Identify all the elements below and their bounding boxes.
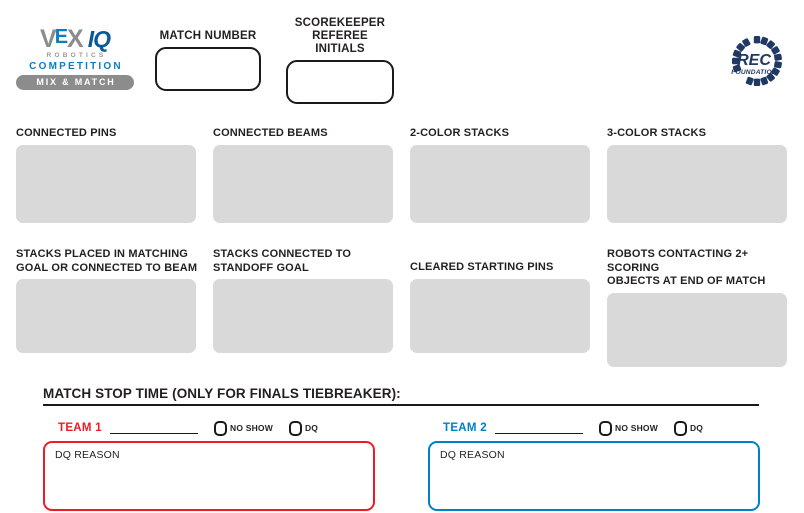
team-1-label: TEAM 1 xyxy=(58,422,102,434)
scorekeeper-label-line2: REFEREE INITIALS xyxy=(312,30,368,55)
scorekeeper-initials-field-group: SCOREKEEPER REFEREE INITIALS xyxy=(286,17,394,104)
vex-iq-mark: IQ xyxy=(87,25,111,52)
score-label-connected-pins: CONNECTED PINS xyxy=(16,127,117,139)
rec-foundation-logo: REC FOUNDATION xyxy=(726,34,788,90)
team-2-row: TEAM 2 NO SHOW DQ xyxy=(428,420,760,436)
match-stop-time-title: MATCH STOP TIME (ONLY FOR FINALS TIEBREA… xyxy=(43,386,401,401)
score-cell-2-color-stacks: 2-COLOR STACKS xyxy=(410,127,590,223)
score-label-robots-contacting-line2: OBJECTS AT END OF MATCH xyxy=(607,275,766,287)
score-label-2-color-stacks: 2-COLOR STACKS xyxy=(410,127,510,139)
team-2-dq-reason-label: DQ REASON xyxy=(440,449,505,461)
vex-letter-e-icon: E xyxy=(54,26,69,48)
score-cell-stacks-matching-goal: STACKS PLACED IN MATCHING GOAL OR CONNEC… xyxy=(16,248,201,353)
score-label-stacks-matching-goal-line2: GOAL OR CONNECTED TO BEAM xyxy=(16,261,198,274)
team-2-panel: TEAM 2 NO SHOW DQ DQ REASON xyxy=(428,420,760,511)
vex-competition-text: COMPETITION xyxy=(29,61,123,72)
scorekeeper-initials-input[interactable] xyxy=(286,60,394,104)
team-1-no-show-checkbox[interactable] xyxy=(213,420,227,436)
score-cell-3-color-stacks: 3-COLOR STACKS xyxy=(607,127,787,223)
team-1-dq-reason-label: DQ REASON xyxy=(55,449,120,461)
score-label-cleared-starting-pins: CLEARED STARTING PINS xyxy=(410,261,554,273)
score-cell-robots-contacting-objects: ROBOTS CONTACTING 2+ SCORING OBJECTS AT … xyxy=(607,248,797,367)
rec-logo-subtitle: FOUNDATION xyxy=(731,69,777,76)
score-input-stacks-standoff-goal[interactable] xyxy=(213,279,393,353)
score-input-stacks-matching-goal[interactable] xyxy=(16,279,196,353)
team-2-dq-label: DQ xyxy=(689,423,704,433)
score-input-cleared-starting-pins[interactable] xyxy=(410,278,590,353)
match-number-input[interactable] xyxy=(155,47,261,91)
score-input-connected-beams[interactable] xyxy=(213,144,393,223)
team-1-dq-checkbox[interactable] xyxy=(288,420,302,436)
team-1-row: TEAM 1 NO SHOW DQ xyxy=(43,420,375,436)
team-1-dq-label: DQ xyxy=(304,423,319,433)
team-2-no-show-label: NO SHOW xyxy=(614,423,658,433)
vex-robotics-text: ROBOTICS xyxy=(46,52,107,59)
team-2-number-input[interactable] xyxy=(494,432,583,434)
vex-letter-v-icon: V xyxy=(40,24,57,53)
scorekeeper-label-line1: SCOREKEEPER xyxy=(294,17,386,29)
rec-foundation-gear-icon: REC FOUNDATION xyxy=(731,36,782,86)
match-stop-time-section: MATCH STOP TIME (ONLY FOR FINALS TIEBREA… xyxy=(43,386,759,406)
team-2-dq-reason-input[interactable]: DQ REASON xyxy=(428,441,760,511)
score-label-stacks-matching-goal-line1: STACKS PLACED IN MATCHING xyxy=(16,248,189,260)
team-2-no-show-checkbox[interactable] xyxy=(598,420,612,436)
vex-program-badge: MIX & MATCH xyxy=(16,75,134,90)
team-2-label: TEAM 2 xyxy=(443,422,487,434)
score-label-connected-beams: CONNECTED BEAMS xyxy=(213,127,328,139)
match-number-label: MATCH NUMBER xyxy=(159,30,257,42)
score-label-stacks-standoff-goal-line1: STACKS CONNECTED TO xyxy=(213,248,352,260)
score-cell-connected-pins: CONNECTED PINS xyxy=(16,127,196,223)
score-input-robots-contacting-objects[interactable] xyxy=(607,292,787,367)
score-label-robots-contacting-line1: ROBOTS CONTACTING 2+ SCORING xyxy=(607,248,749,274)
score-label-stacks-standoff-goal-line2: STANDOFF GOAL xyxy=(213,261,309,274)
team-1-panel: TEAM 1 NO SHOW DQ DQ REASON xyxy=(43,420,375,511)
score-cell-connected-beams: CONNECTED BEAMS xyxy=(213,127,393,223)
match-number-field-group: MATCH NUMBER xyxy=(155,30,261,91)
rec-logo-name: REC xyxy=(737,52,771,69)
team-2-dq-checkbox[interactable] xyxy=(673,420,687,436)
vex-letter-x-icon: X xyxy=(67,24,84,53)
match-stop-time-divider xyxy=(43,404,759,406)
score-input-2-color-stacks[interactable] xyxy=(410,144,590,223)
score-cell-stacks-standoff-goal: STACKS CONNECTED TO STANDOFF GOAL xyxy=(213,248,398,353)
team-1-no-show-label: NO SHOW xyxy=(229,423,273,433)
score-cell-cleared-starting-pins: CLEARED STARTING PINS xyxy=(410,261,595,353)
team-1-dq-reason-input[interactable]: DQ REASON xyxy=(43,441,375,511)
score-input-connected-pins[interactable] xyxy=(16,144,196,223)
team-1-number-input[interactable] xyxy=(109,432,198,434)
score-label-3-color-stacks: 3-COLOR STACKS xyxy=(607,127,707,139)
score-input-3-color-stacks[interactable] xyxy=(607,144,787,223)
